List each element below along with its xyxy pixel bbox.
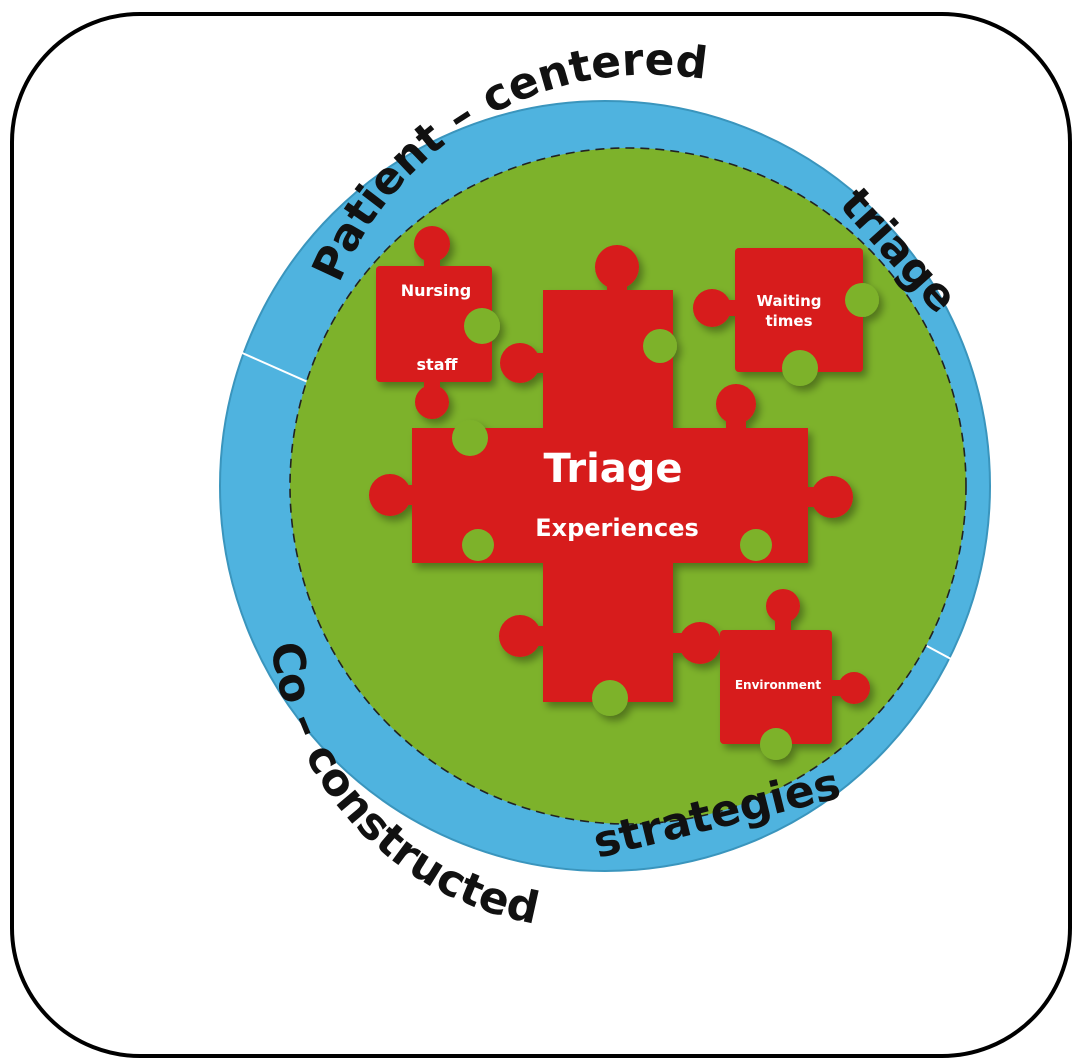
puzzle-piece-nursing	[376, 226, 500, 419]
ring-divider-right	[924, 644, 991, 681]
label-nursing-line1: Nursing	[401, 281, 472, 300]
label-waiting-line2: times	[765, 312, 812, 330]
label-environment: Environment	[735, 678, 822, 692]
label-nursing-line2: staff	[417, 355, 459, 374]
ring-divider-left	[239, 351, 311, 384]
puzzle-piece-center	[369, 245, 853, 716]
puzzle-piece-environment	[720, 589, 870, 760]
puzzle-piece-waiting	[693, 248, 879, 386]
label-center-title: Triage	[543, 446, 682, 492]
label-waiting-line1: Waiting	[756, 292, 821, 310]
dashed-boundary	[289, 147, 967, 825]
label-center-subtitle: Experiences	[535, 514, 699, 542]
